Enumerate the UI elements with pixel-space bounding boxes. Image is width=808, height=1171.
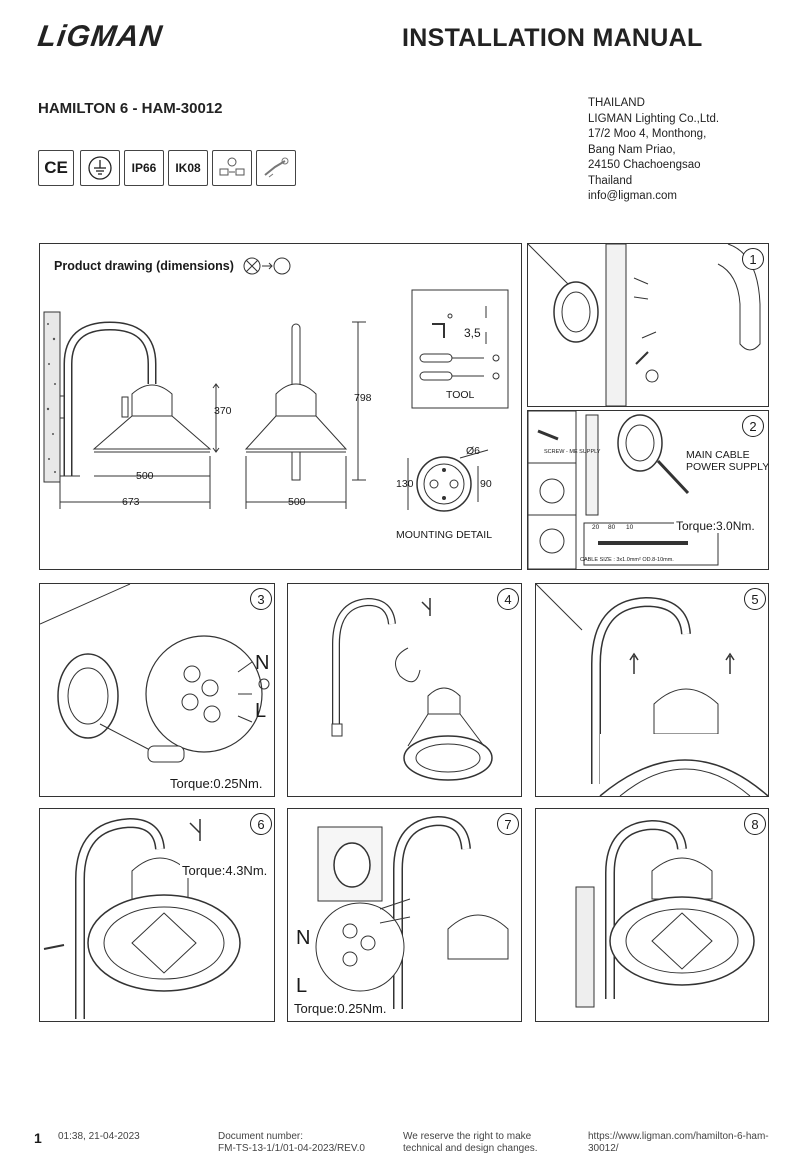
live-label: L <box>296 975 308 997</box>
dim-height-total: 798 <box>354 392 372 404</box>
step-8-illustration <box>575 819 755 1008</box>
ik-label: IK08 <box>175 161 201 175</box>
ip-label: IP66 <box>131 161 157 175</box>
strip-length-10: 10 <box>626 524 634 531</box>
tool-label: TOOL <box>446 389 475 401</box>
step-1-panel: 1 <box>527 243 769 407</box>
footer-reserve-notice: We reserve the right to make technical a… <box>403 1131 538 1155</box>
product-url-link[interactable]: https://www.ligman.com/hamilton-6-ham- 3… <box>588 1131 769 1155</box>
screw-supply-label: SCREW - ME SUPPLY <box>544 449 601 455</box>
neutral-label: N <box>296 927 311 949</box>
address-line: Thailand <box>588 174 633 187</box>
step-7-panel: N L Torque:0.25Nm. 7 <box>287 808 522 1022</box>
product-model: HAMILTON 6 - HAM-30012 <box>38 100 223 117</box>
address-line: LIGMAN Lighting Co.,Ltd. <box>588 112 720 125</box>
company-address: THAILAND LIGMAN Lighting Co.,Ltd. 17/2 M… <box>588 96 719 205</box>
step-4-panel: 4 <box>287 583 522 797</box>
dim-diameter-side: 500 <box>136 470 154 482</box>
torque-value: Torque:0.25Nm. <box>292 1001 389 1016</box>
torque-value: Torque:4.3Nm. <box>180 863 270 878</box>
doc-number-value: FM-TS-13-1/1/01-04-2023/REV.0 <box>218 1143 365 1154</box>
ik08-badge: IK08 <box>168 150 208 186</box>
product-drawing-heading: Product drawing (dimensions) <box>54 259 234 273</box>
address-line: 17/2 Moo 4, Monthong, <box>588 128 707 140</box>
step-8-panel: 8 <box>535 808 769 1022</box>
neutral-label: N <box>255 652 270 674</box>
step-6-illustration <box>43 817 241 1019</box>
dim-projection: 673 <box>122 496 140 508</box>
ce-mark-icon: CE <box>38 150 74 186</box>
step-1-illustration <box>528 244 761 406</box>
torque-value: Torque:0.25Nm. <box>168 776 265 791</box>
step-number: 4 <box>497 588 519 610</box>
address-line: Bang Nam Priao, <box>588 143 676 156</box>
step-7-illustration <box>315 815 509 1009</box>
mount-hole: Ø6 <box>466 445 481 457</box>
url-line[interactable]: 30012/ <box>588 1143 619 1154</box>
tool-icon <box>256 150 296 186</box>
earth-ground-icon <box>80 150 120 186</box>
cable-size-label: CABLE SIZE : 3x1.0mm² OD.8-10mm. <box>580 557 674 563</box>
mount-label: MOUNTING DETAIL <box>396 529 493 541</box>
product-drawing-panel: Product drawing (dimensions) <box>39 243 522 570</box>
email-link[interactable]: info@ligman.com <box>588 190 678 202</box>
url-line[interactable]: https://www.ligman.com/hamilton-6-ham- <box>588 1131 769 1142</box>
step-number: 6 <box>250 813 272 835</box>
dim-height-lamp: 370 <box>214 405 232 417</box>
reserve-line: technical and design changes. <box>403 1143 538 1154</box>
address-line: 24150 Chachoengsao <box>588 159 701 171</box>
doc-number-label: Document number: <box>218 1131 304 1142</box>
page-number: 1 <box>34 1130 42 1146</box>
step-number: 8 <box>744 813 766 835</box>
document-title: INSTALLATION MANUAL <box>402 24 703 52</box>
strip-length-20: 20 <box>592 524 600 531</box>
mount-left-dim: 130 <box>396 478 414 490</box>
step-number: 1 <box>742 248 764 270</box>
step-number: 3 <box>250 588 272 610</box>
torque-value: Torque:3.0Nm. <box>674 519 757 533</box>
strip-length-80: 80 <box>608 524 616 531</box>
power-supply-label: POWER SUPPLY <box>686 461 769 473</box>
ligman-logo: LiGMAN <box>35 20 165 53</box>
step-2-illustration <box>528 411 719 569</box>
step-4-illustration <box>331 597 493 781</box>
main-cable-label: MAIN CABLE <box>686 449 750 461</box>
live-label: L <box>255 700 267 722</box>
step-6-panel: Torque:4.3Nm. 6 <box>39 808 275 1022</box>
step-2-panel: SCREW - ME SUPPLY MAIN CABLE POWER SUPPL… <box>527 410 769 570</box>
step-number: 2 <box>742 415 764 437</box>
ce-label: CE <box>44 158 68 177</box>
dim-diameter-front: 500 <box>288 496 306 508</box>
address-line: THAILAND <box>588 97 645 109</box>
ip66-badge: IP66 <box>124 150 164 186</box>
step-number: 5 <box>744 588 766 610</box>
step-3-illustration <box>40 584 270 763</box>
step-3-panel: N L Torque:0.25Nm. 3 <box>39 583 275 797</box>
tool-size: 3,5 <box>464 326 481 340</box>
step-number: 7 <box>497 813 519 835</box>
step-5-illustration <box>536 584 768 796</box>
footer-timestamp: 01:38, 21-04-2023 <box>58 1131 140 1142</box>
mount-right-dim: 90 <box>480 478 492 490</box>
driver-icon <box>212 150 252 186</box>
dimension-drawing <box>43 257 509 512</box>
step-5-panel: 5 <box>535 583 769 797</box>
footer-document-number: Document number: FM-TS-13-1/1/01-04-2023… <box>218 1131 365 1155</box>
reserve-line: We reserve the right to make <box>403 1131 532 1142</box>
